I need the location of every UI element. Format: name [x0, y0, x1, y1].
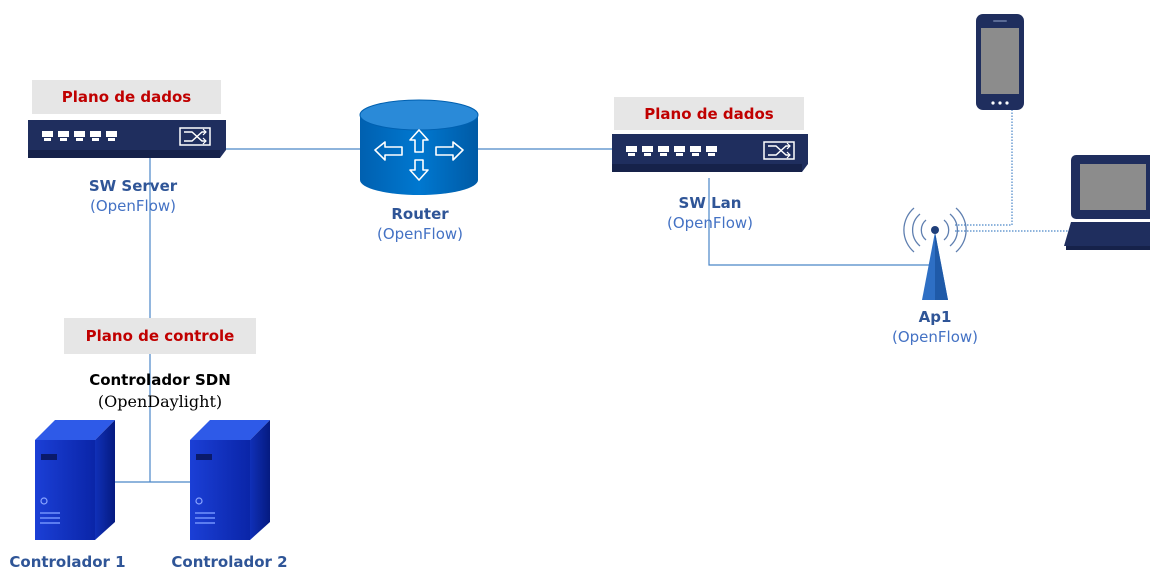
sw-server-label: SW Server (OpenFlow): [58, 176, 208, 216]
link-ap1-phone: [955, 110, 1013, 226]
ap1-protocol: (OpenFlow): [891, 328, 978, 346]
controller1-server: [35, 420, 115, 540]
controller-sdn-label: Controlador SDN (OpenDaylight): [70, 369, 250, 413]
controller2-name: Controlador 2: [171, 553, 288, 571]
controller-sdn-title: Controlador SDN: [89, 371, 231, 389]
antenna-icon: [903, 207, 967, 300]
router-label: Router (OpenFlow): [345, 204, 495, 244]
controller-sdn-subtitle: (OpenDaylight): [97, 392, 223, 411]
router-protocol: (OpenFlow): [376, 225, 463, 243]
data-plane-label: Plano de dados: [644, 104, 774, 123]
sw-server-switch: [28, 120, 226, 158]
control-plane-label: Plano de controle: [85, 327, 235, 345]
sw-lan-label: SW Lan (OpenFlow): [635, 193, 785, 233]
controller1-name: Controlador 1: [9, 553, 126, 571]
link-swlan-ap1: [708, 178, 930, 266]
sw-lan-switch: [612, 134, 808, 172]
ap1-label: Ap1 (OpenFlow): [860, 307, 1010, 347]
router-name: Router: [391, 205, 449, 223]
control-plane-band: Plano de controle: [64, 318, 256, 354]
sw-lan-name: SW Lan: [678, 194, 742, 212]
controller1-label: Controlador 1: [0, 552, 135, 572]
switch-icon: [42, 131, 117, 141]
data-plane-band-left: Plano de dados: [32, 80, 221, 114]
ap1-name: Ap1: [918, 308, 952, 326]
phone-icon: [976, 14, 1024, 110]
controller2-label: Controlador 2: [162, 552, 297, 572]
controller2-server: [190, 420, 270, 540]
switch-icon: [626, 146, 717, 156]
laptop-icon: [1064, 155, 1150, 250]
sw-lan-protocol: (OpenFlow): [666, 214, 753, 232]
router-icon: [359, 99, 479, 195]
sw-server-name: SW Server: [88, 177, 178, 195]
sw-server-protocol: (OpenFlow): [89, 197, 176, 215]
data-plane-band-right: Plano de dados: [614, 97, 804, 130]
data-plane-label: Plano de dados: [61, 88, 192, 106]
